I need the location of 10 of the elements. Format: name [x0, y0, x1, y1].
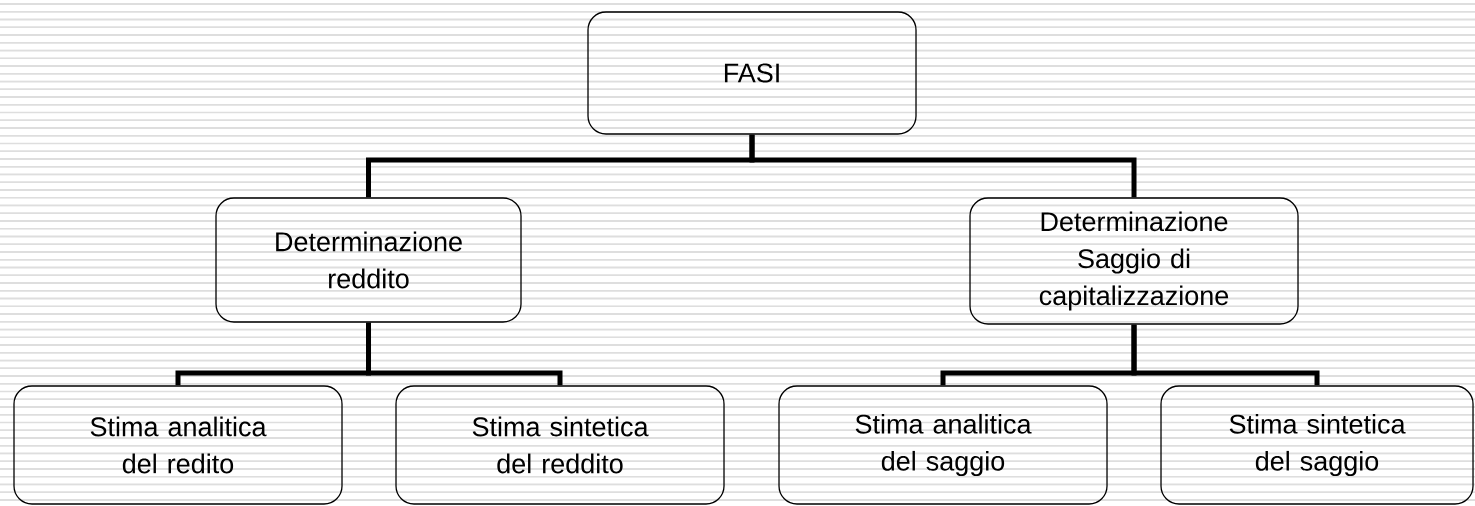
box: Determinazione Saggio di capitalizzazione [969, 197, 1299, 325]
box: FASI [587, 11, 917, 135]
box: Stima analitica del saggio [778, 385, 1108, 505]
connector-line [749, 134, 1137, 198]
box: Stima sintetica del reddito [395, 385, 725, 505]
box: Stima analitica del redito [13, 385, 343, 505]
box: Stima sintetica del saggio [1160, 385, 1474, 505]
connector-line [1131, 324, 1320, 386]
connector-line [366, 322, 563, 386]
box: Determinazione reddito [215, 197, 522, 323]
